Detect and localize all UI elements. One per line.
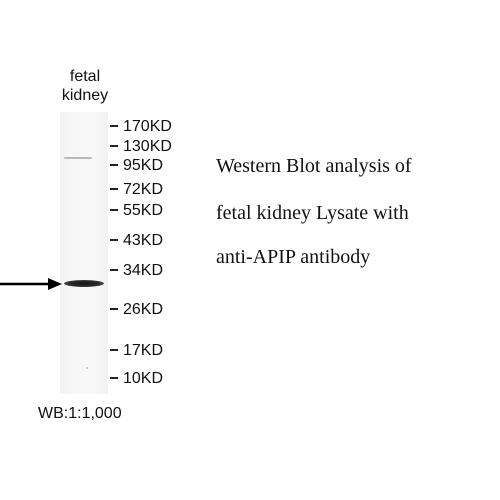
marker-label: 43KD [123, 232, 164, 249]
marker-72kd: 72KD [110, 181, 163, 199]
marker-43kd: 43KD [110, 232, 163, 250]
marker-26kd: 26KD [110, 301, 163, 319]
lane-speck [86, 367, 88, 369]
marker-34kd: 34KD [110, 262, 163, 280]
marker-label: 55KD [123, 202, 164, 219]
marker-tick [110, 238, 118, 241]
dilution-label: WB:1:1,000 [38, 405, 122, 422]
marker-label: 170KD [123, 118, 172, 135]
marker-label: 34KD [123, 262, 164, 279]
marker-95kd: 95KD [110, 157, 163, 175]
marker-55kd: 55KD [110, 202, 163, 220]
marker-tick [110, 208, 118, 211]
marker-label: 95KD [123, 157, 164, 174]
blot-lane [60, 112, 108, 394]
marker-label: 26KD [123, 301, 164, 318]
marker-tick [110, 187, 118, 190]
band-arrow-icon [0, 278, 62, 290]
marker-label: 17KD [123, 342, 164, 359]
marker-130kd: 130KD [110, 138, 172, 156]
marker-tick [110, 268, 118, 271]
marker-label: 130KD [123, 138, 172, 155]
marker-tick [110, 124, 118, 127]
description-line-3: anti-APIP antibody [216, 246, 371, 268]
lane-label-organ: kidney [61, 87, 109, 104]
target-band [64, 280, 104, 287]
description-line-2: fetal kidney Lysate with [216, 202, 409, 224]
marker-tick [110, 348, 118, 351]
marker-17kd: 17KD [110, 342, 163, 360]
marker-label: 72KD [123, 181, 164, 198]
marker-170kd: 170KD [110, 118, 172, 136]
marker-tick [110, 144, 118, 147]
marker-tick [110, 307, 118, 310]
marker-label: 10KD [123, 370, 164, 387]
description-line-1: Western Blot analysis of [216, 155, 412, 177]
lane-label-tissue: fetal [69, 68, 101, 85]
faint-band [64, 157, 92, 159]
marker-tick [110, 376, 118, 379]
marker-10kd: 10KD [110, 370, 163, 388]
marker-tick [110, 163, 118, 166]
